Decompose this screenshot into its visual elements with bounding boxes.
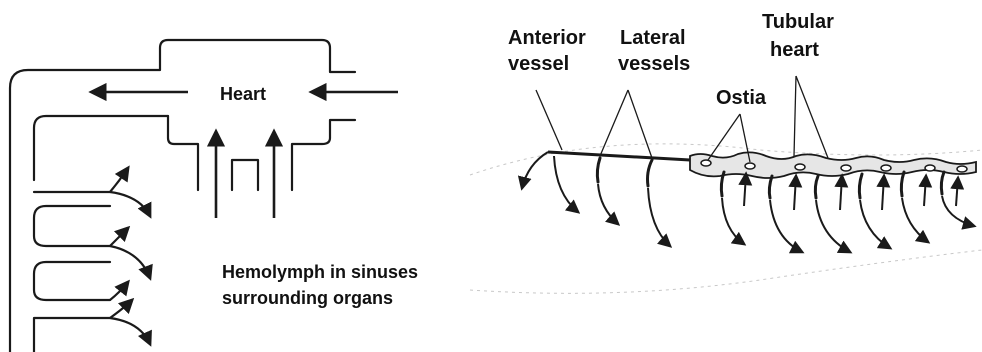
hemolymph-arrow-2 xyxy=(110,192,150,216)
ostium-1 xyxy=(701,160,711,166)
anterior-vessel xyxy=(548,152,690,160)
hemolymph-label-line2: surrounding organs xyxy=(222,288,393,308)
heart-label: Heart xyxy=(220,84,266,104)
ostia-label: Ostia xyxy=(716,87,767,109)
outflow-arrow-6 xyxy=(860,200,890,248)
ostia-inflow-4 xyxy=(882,176,884,210)
branch-vessel-2 xyxy=(34,206,110,246)
aorta-inner-wall xyxy=(34,116,168,180)
heart-chamber-lower-outline xyxy=(292,120,355,190)
hemolymph-arrow-6 xyxy=(110,318,150,344)
outflow-arrow-8 xyxy=(942,196,974,226)
lateral-vessel-7 xyxy=(901,172,904,196)
anterior-vessel-label-line2: vessel xyxy=(508,53,569,75)
lateral-vessel-6 xyxy=(859,174,862,198)
outflow-arrow-4 xyxy=(770,200,802,252)
body-outline-lower xyxy=(470,250,982,293)
outflow-arrow-3 xyxy=(722,198,744,244)
branch-vessel-3 xyxy=(34,262,110,300)
dorsal-vessel xyxy=(548,152,976,178)
lateral-vessel-5 xyxy=(815,176,818,198)
hemolymph-label-line1: Hemolymph in sinuses xyxy=(222,262,418,282)
ostium-4 xyxy=(841,165,851,171)
leader-heart-1 xyxy=(794,76,796,156)
heart-inner-left-wall xyxy=(168,116,198,190)
hemolymph-arrow-4 xyxy=(110,246,150,278)
outflow-arrow-5 xyxy=(816,200,850,252)
lateral-vessel-3 xyxy=(721,172,724,196)
tubular-heart-label-line1: Tubular xyxy=(762,11,834,33)
ostium-5 xyxy=(881,165,891,171)
lateral-vessels-label-line1: Lateral xyxy=(620,27,686,49)
ostia-inflow-6 xyxy=(956,178,958,206)
lateral-vessel-8 xyxy=(941,172,944,194)
branch-vessel-4 xyxy=(34,318,110,352)
outflow-arrow-anterior-1 xyxy=(522,152,548,188)
hemolymph-arrow-5 xyxy=(110,282,128,300)
leader-ostia-1 xyxy=(708,114,740,160)
outflow-arrow-anterior-2 xyxy=(554,156,578,212)
hemolymph-arrow-3 xyxy=(110,228,128,246)
heart-flow-arrows xyxy=(92,92,398,218)
tubular-heart-label-line2: heart xyxy=(770,39,819,61)
lateral-vessel-2 xyxy=(648,160,653,186)
leader-heart-2 xyxy=(796,76,828,158)
ostia-inflow-5 xyxy=(924,176,926,206)
hemolymph-arrow-1 xyxy=(110,168,128,192)
ostia-inflow-arrows xyxy=(744,174,958,210)
lateral-vessel-4 xyxy=(769,176,772,198)
inflow-channel-left xyxy=(232,160,258,190)
leader-lateral-2 xyxy=(628,90,652,158)
hemolymph-arrow-7 xyxy=(110,300,132,318)
lateral-vessel-1 xyxy=(597,158,600,182)
ostia-inflow-3 xyxy=(840,176,842,210)
ostium-7 xyxy=(957,166,967,172)
ostium-2 xyxy=(745,163,755,169)
outflow-arrow-2 xyxy=(648,188,670,246)
anterior-vessel-label-line1: Anterior xyxy=(508,27,586,49)
outflow-arrow-1 xyxy=(598,184,618,224)
hemolymph-arrows xyxy=(110,168,150,344)
lateral-vessels-label-line2: vessels xyxy=(618,53,690,75)
ostium-3 xyxy=(795,164,805,170)
leader-anterior-vessel xyxy=(536,90,562,150)
ostia-inflow-1 xyxy=(744,174,746,206)
ostium-6 xyxy=(925,165,935,171)
ostia-inflow-2 xyxy=(794,176,796,210)
